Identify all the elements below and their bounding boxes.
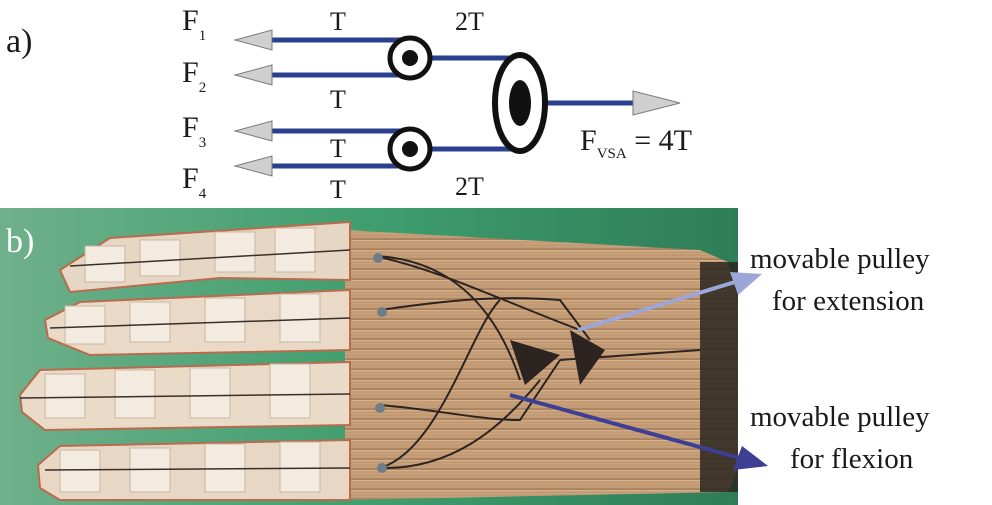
force-label-f1: F1	[182, 4, 206, 44]
arrow-fvsa	[632, 90, 681, 116]
tendon-network	[374, 255, 701, 470]
small-pulley-lower	[387, 126, 433, 172]
callout-extension-line2: for extension	[772, 285, 925, 317]
arrow-f3	[233, 120, 273, 142]
panel-b-photo: b)	[0, 208, 768, 505]
arrow-f1	[233, 29, 273, 51]
extension-pulley-shape	[570, 330, 605, 385]
finger-segments	[44, 227, 321, 493]
panel-a-diagram: a)	[6, 4, 692, 204]
cables	[272, 37, 635, 169]
callout-labels: movable pulley for extension movable pul…	[750, 243, 930, 475]
callout-extension-line1: movable pulley	[750, 243, 930, 275]
tension-label-3: T	[330, 134, 346, 163]
finger-tendons	[19, 249, 351, 471]
force-label-f4: F4	[182, 162, 207, 202]
tension-label-4: T	[330, 175, 346, 204]
tension-label-2: T	[330, 85, 346, 114]
force-arrows	[233, 29, 681, 177]
callout-flexion-line1: movable pulley	[750, 401, 930, 433]
output-force-label: FVSA = 4T	[580, 124, 692, 162]
pulley-label-upper: 2T	[455, 7, 484, 36]
finger-4	[36, 438, 351, 501]
pulley-label-lower: 2T	[455, 172, 484, 201]
panel-b-label: b)	[6, 223, 34, 260]
arrow-f2	[233, 64, 273, 86]
extension-callout-line	[577, 280, 736, 332]
tension-label-1: T	[330, 7, 346, 36]
panel-a-label: a)	[6, 23, 32, 60]
flexion-pulley-shape	[510, 340, 560, 385]
force-label-f3: F3	[182, 111, 206, 151]
flexion-callout-arrowhead	[733, 446, 768, 470]
cable-anchors	[373, 253, 387, 473]
flexion-callout-line	[509, 393, 741, 460]
arrow-f4	[233, 155, 273, 177]
force-label-f2: F2	[182, 56, 206, 96]
callout-flexion-line2: for flexion	[790, 443, 914, 475]
big-pulley	[492, 52, 548, 154]
extension-callout-arrowhead	[730, 272, 762, 295]
small-pulley-upper	[387, 35, 433, 81]
